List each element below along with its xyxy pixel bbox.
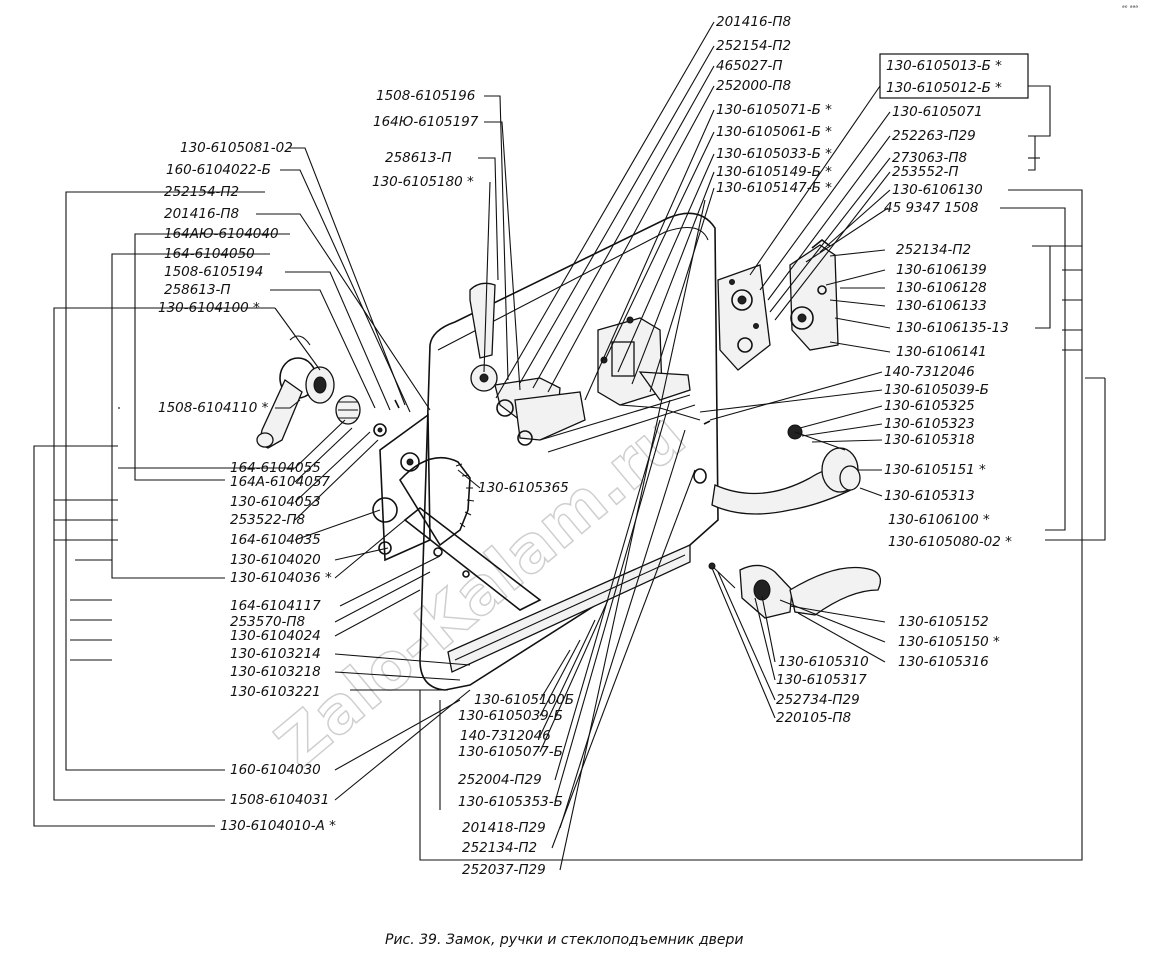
part-label: 273063-П8: [892, 150, 967, 166]
part-label: 130-6105325: [884, 398, 975, 414]
part-label: 130-6105077-Б: [458, 744, 563, 760]
part-label: 164А-6104057: [230, 474, 330, 490]
part-label: 201416-П8: [164, 206, 239, 222]
part-label: 201416-П8: [716, 14, 791, 30]
part-label: 252134-П2: [896, 242, 971, 258]
part-label: 164-6104117: [230, 598, 321, 614]
part-label: 130-6105071: [892, 104, 983, 120]
part-label: 465027-П: [716, 58, 783, 74]
part-label: 1508-6105194: [164, 264, 263, 280]
part-label: 130-6106133: [896, 298, 987, 314]
part-label: 253552-П: [892, 164, 959, 180]
part-label: 130-6104020: [230, 552, 321, 568]
part-label: 130-6105149-Б *: [716, 164, 832, 180]
part-label: 220105-П8: [776, 710, 851, 726]
part-label: 130-6103221: [230, 684, 321, 700]
part-label: 130-6105039-Б: [884, 382, 989, 398]
lock-button-assembly: [469, 282, 696, 453]
regulator-arm: [403, 506, 542, 611]
part-label: 130-6105313: [884, 488, 975, 504]
part-label: 130-6105316: [898, 654, 989, 670]
part-label: 130-6104024: [230, 628, 321, 644]
part-label: 252263-П29: [892, 128, 976, 144]
part-label: 130-6104100 *: [158, 300, 260, 316]
part-label: 130-6106128: [896, 280, 987, 296]
outer-door-handle: [693, 420, 861, 515]
part-label: 258613-П: [385, 150, 452, 166]
part-label: 252134-П2: [462, 840, 537, 856]
part-label: 130-6106130: [892, 182, 983, 198]
regulator-gear: [398, 456, 471, 547]
part-label: 258613-П: [164, 282, 231, 298]
figure-caption: Рис. 39. Замок, ручки и стеклоподъемник …: [385, 932, 743, 948]
part-label: 252000-П8: [716, 78, 791, 94]
part-label: 130-6105039-Б: [458, 708, 563, 724]
part-label: 130-6104053: [230, 494, 321, 510]
part-label: 130-6105013-Б *: [886, 58, 1002, 74]
part-label: 130-6106141: [896, 344, 987, 360]
part-label: 130-6104010-А *: [220, 818, 336, 834]
part-label: 130-6105033-Б *: [716, 146, 832, 162]
part-label: 130-6104036 *: [230, 570, 332, 586]
leader-lines: [33, 21, 1106, 871]
part-label: 1508-6105196: [376, 88, 475, 104]
part-label: 252004-П29: [458, 772, 542, 788]
door-panel: [372, 212, 719, 691]
part-label: 130-6105150 *: [898, 634, 1000, 650]
part-label: 164-6104050: [164, 246, 255, 262]
part-label: 201418-П29: [462, 820, 546, 836]
label-frame: [879, 53, 1029, 99]
part-label: 252734-П29: [776, 692, 860, 708]
inner-door-handle: [708, 562, 882, 619]
part-label: 130-6105180 *: [372, 174, 474, 190]
part-label: 130-6105353-Б: [458, 794, 563, 810]
part-label: 130-6103218: [230, 664, 321, 680]
part-label: 130-6105318: [884, 432, 975, 448]
part-label: 130-6105365: [478, 480, 569, 496]
corner-mark: ᵃᵉ ᵃᵃᵃ: [1122, 4, 1138, 12]
part-label: 164Ю-6105197: [373, 114, 479, 130]
part-label: 253522-П8: [230, 512, 305, 528]
part-label: 130-6105071-Б *: [716, 102, 832, 118]
part-labels: 201416-П8 252154-П2 465027-П 252000-П8 1…: [158, 14, 1012, 878]
part-label: 130-6105061-Б *: [716, 124, 832, 140]
part-label: 45 9347 1508: [884, 200, 978, 216]
window-crank-handle: [256, 335, 400, 449]
rotor-lock: [717, 264, 771, 371]
part-label: 1508-6104110 *: [158, 400, 269, 416]
part-label: 130-6106100 *: [888, 512, 990, 528]
part-label: 252154-П2: [716, 38, 791, 54]
part-label: 164-6104055: [230, 460, 321, 476]
part-label: 252037-П29: [462, 862, 546, 878]
part-label: 130-6105100Б: [474, 692, 574, 708]
part-label: 130-6105317: [776, 672, 867, 688]
part-label: 130-6105081-02: [180, 140, 293, 156]
part-label: 130-6105147-Б *: [716, 180, 832, 196]
part-label: 130-6103214: [230, 646, 321, 662]
part-label: 164АЮ-6104040: [164, 226, 279, 242]
part-label: 130-6105151 *: [884, 462, 986, 478]
part-label: 130-6106139: [896, 262, 987, 278]
part-label: 253570-П8: [230, 614, 305, 630]
part-label: 130-6105080-02 *: [888, 534, 1012, 550]
part-label: 160-6104030: [230, 762, 321, 778]
mounting-plate: [379, 413, 431, 562]
part-label: 130-6105012-Б *: [886, 80, 1002, 96]
part-label: 130-6105310: [778, 654, 869, 670]
part-label: 160-6104022-Б: [166, 162, 271, 178]
part-label: 130-6105152: [898, 614, 989, 630]
part-label: 140-7312046: [460, 728, 551, 744]
part-label: 252154-П2: [164, 184, 239, 200]
part-label: 1508-6104031: [230, 792, 329, 808]
part-label: 130-6106135-13: [896, 320, 1009, 336]
part-label: 140-7312046: [884, 364, 975, 380]
part-label: 130-6105323: [884, 416, 975, 432]
part-label: 164-6104035: [230, 532, 321, 548]
